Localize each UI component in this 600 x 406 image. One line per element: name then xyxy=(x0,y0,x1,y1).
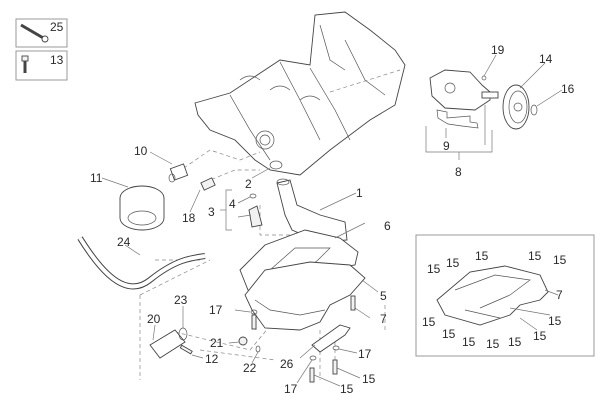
callout-10: 10 xyxy=(134,144,148,158)
callout-4: 4 xyxy=(229,197,236,211)
inset-callout-15: 15 xyxy=(553,253,567,267)
callout-20: 20 xyxy=(147,312,161,326)
inset-callout-15: 15 xyxy=(462,335,476,349)
callout-18: 18 xyxy=(182,211,196,225)
legend-label-13: 13 xyxy=(50,53,64,67)
callout-17-top: 17 xyxy=(209,303,223,317)
inset-callout-15: 15 xyxy=(427,262,441,276)
callout-9: 9 xyxy=(443,139,450,153)
inset-callout-15: 15 xyxy=(533,329,547,343)
callout-16: 16 xyxy=(561,82,575,96)
callout-12: 12 xyxy=(205,352,219,366)
oil-pump xyxy=(429,69,499,129)
callout-8: 8 xyxy=(455,165,462,179)
callout-19: 19 xyxy=(491,43,505,57)
inset-callout-15: 15 xyxy=(442,327,456,341)
pressure-sensor xyxy=(200,177,216,191)
callout-3: 3 xyxy=(208,205,215,219)
callout-15-bottom: 15 xyxy=(340,382,354,396)
inset-callout-15: 15 xyxy=(475,249,489,263)
oil-filter xyxy=(119,185,165,231)
inset-callout-15: 15 xyxy=(548,314,562,328)
callout-17-bottom: 17 xyxy=(284,382,298,396)
oil-pickup xyxy=(276,178,348,243)
inset-callout-7: 7 xyxy=(556,288,563,302)
callout-26: 26 xyxy=(280,357,294,371)
callout-5: 5 xyxy=(380,289,387,303)
callout-11: 11 xyxy=(90,171,103,185)
long-bolt-icon xyxy=(20,23,46,41)
legend-label-25: 25 xyxy=(50,20,64,34)
oil-pan xyxy=(244,261,366,331)
callout-2: 2 xyxy=(245,177,252,191)
callout-24: 24 xyxy=(117,235,131,249)
legend-box-bolt xyxy=(15,18,68,48)
callout-14: 14 xyxy=(539,52,553,66)
callout-17-right: 17 xyxy=(358,347,372,361)
inset-callout-15: 15 xyxy=(528,249,542,263)
callout-6: 6 xyxy=(384,219,391,233)
inset-callout-15: 15 xyxy=(486,337,500,351)
callout-21: 21 xyxy=(210,336,224,350)
callout-7: 7 xyxy=(380,312,387,326)
inset-callout-15: 15 xyxy=(508,335,522,349)
crankcase xyxy=(194,11,406,176)
pump-cover xyxy=(502,84,530,130)
inset-callout-15: 15 xyxy=(446,256,460,270)
filter-fitting xyxy=(168,163,189,183)
callout-22: 22 xyxy=(243,361,257,375)
short-screw-icon xyxy=(21,55,29,62)
callout-15-right: 15 xyxy=(362,372,376,386)
inset-box xyxy=(415,234,595,357)
return-pipe xyxy=(149,327,188,359)
callout-1: 1 xyxy=(356,186,363,200)
legend-box-screw xyxy=(15,50,68,81)
callout-23: 23 xyxy=(174,293,188,307)
inset-callout-15: 15 xyxy=(422,315,436,329)
